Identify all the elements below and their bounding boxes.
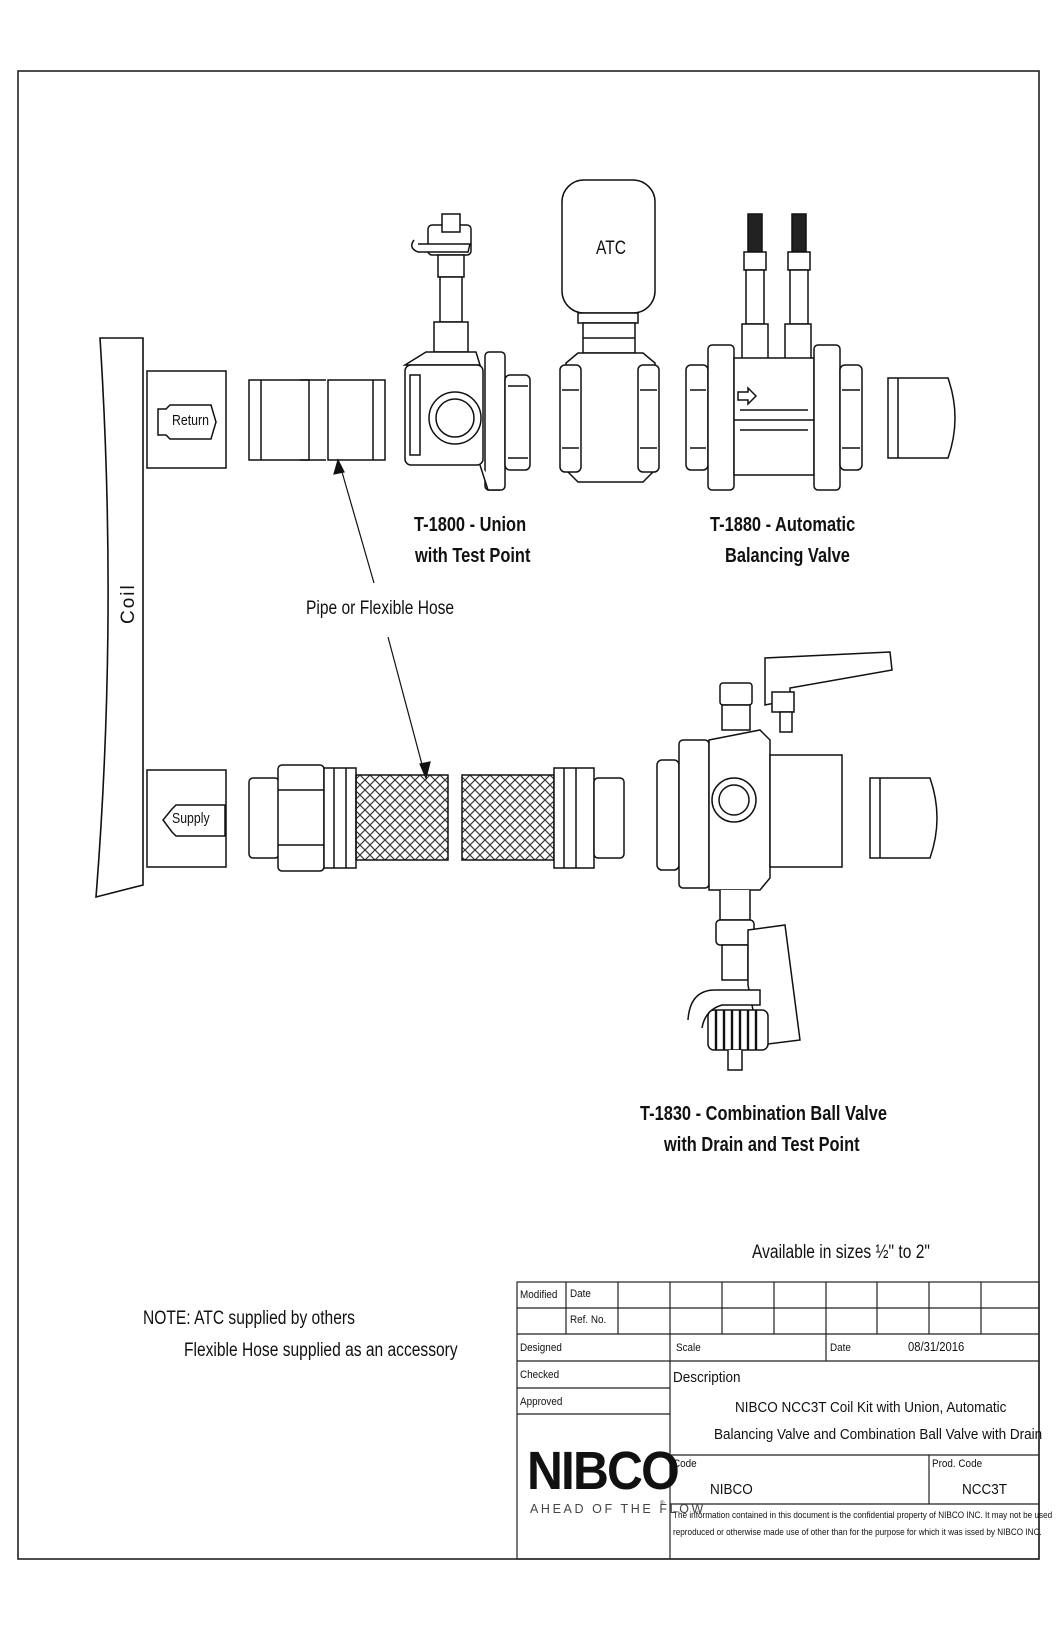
return-outlet-pipe xyxy=(887,377,956,459)
coil-body xyxy=(95,337,144,899)
date-label-2: Date xyxy=(830,1342,851,1354)
t1880-title-line2: Balancing Valve xyxy=(725,545,850,567)
confidential-line2: reproduced or otherwise made use of othe… xyxy=(673,1527,1042,1538)
code-value: NIBCO xyxy=(710,1481,753,1498)
leader-line-lower xyxy=(387,636,425,773)
modified-label: Modified xyxy=(520,1289,558,1301)
ref-no-label: Ref. No. xyxy=(570,1314,607,1326)
prod-code-value: NCC3T xyxy=(962,1481,1008,1498)
designed-label: Designed xyxy=(520,1342,562,1354)
leader-line-upper xyxy=(339,464,375,584)
code-label: Code xyxy=(673,1458,697,1470)
coil-label: Coil xyxy=(118,583,139,624)
supply-label: Supply xyxy=(172,810,210,827)
t1880-title-line1: T-1880 - Automatic xyxy=(710,514,856,536)
return-pipe-nipple xyxy=(248,379,386,461)
note-line1: NOTE: ATC supplied by others xyxy=(143,1308,355,1329)
t1830-title-line1: T-1830 - Combination Ball Valve xyxy=(640,1103,887,1125)
flexible-hose-assembly xyxy=(248,764,625,872)
prod-code-label: Prod. Code xyxy=(932,1458,983,1470)
atc-label: ATC xyxy=(596,238,627,259)
description-line2: Balancing Valve and Combination Ball Val… xyxy=(714,1426,1043,1443)
t1880-balancing-valve xyxy=(685,213,863,491)
supply-arrow-tag xyxy=(162,804,226,837)
t1830-title-line2: with Drain and Test Point xyxy=(664,1134,860,1156)
nibco-logo: NIBCO xyxy=(527,1441,680,1501)
title-block xyxy=(516,1281,1040,1560)
supply-outlet-pipe xyxy=(869,777,938,859)
pipe-hose-label: Pipe or Flexible Hose xyxy=(306,598,455,619)
return-arrow-tag xyxy=(157,404,217,440)
note-line2: Flexible Hose supplied as an accessory xyxy=(184,1340,458,1361)
description-label: Description xyxy=(673,1369,741,1386)
registered-mark-icon: ® xyxy=(660,1501,665,1507)
scale-label: Scale xyxy=(676,1342,701,1354)
description-line1: NIBCO NCC3T Coil Kit with Union, Automat… xyxy=(735,1399,1007,1416)
sizes-note: Available in sizes ½" to 2" xyxy=(752,1242,930,1263)
return-label: Return xyxy=(172,412,209,429)
t1800-title-line1: T-1800 - Union xyxy=(414,514,527,536)
date-value: 08/31/2016 xyxy=(908,1340,965,1354)
confidential-line1: The information contained in this docume… xyxy=(673,1510,1053,1521)
nibco-tagline: AHEAD OF THE FLOW xyxy=(530,1502,706,1516)
t1800-union-valve xyxy=(402,213,531,491)
t1800-title-line2: with Test Point xyxy=(415,545,531,567)
date-label: Date xyxy=(570,1288,591,1300)
t1830-combination-ball-valve xyxy=(656,651,893,1071)
checked-label: Checked xyxy=(520,1369,560,1381)
atc-actuator xyxy=(559,179,660,483)
approved-label: Approved xyxy=(520,1396,563,1408)
